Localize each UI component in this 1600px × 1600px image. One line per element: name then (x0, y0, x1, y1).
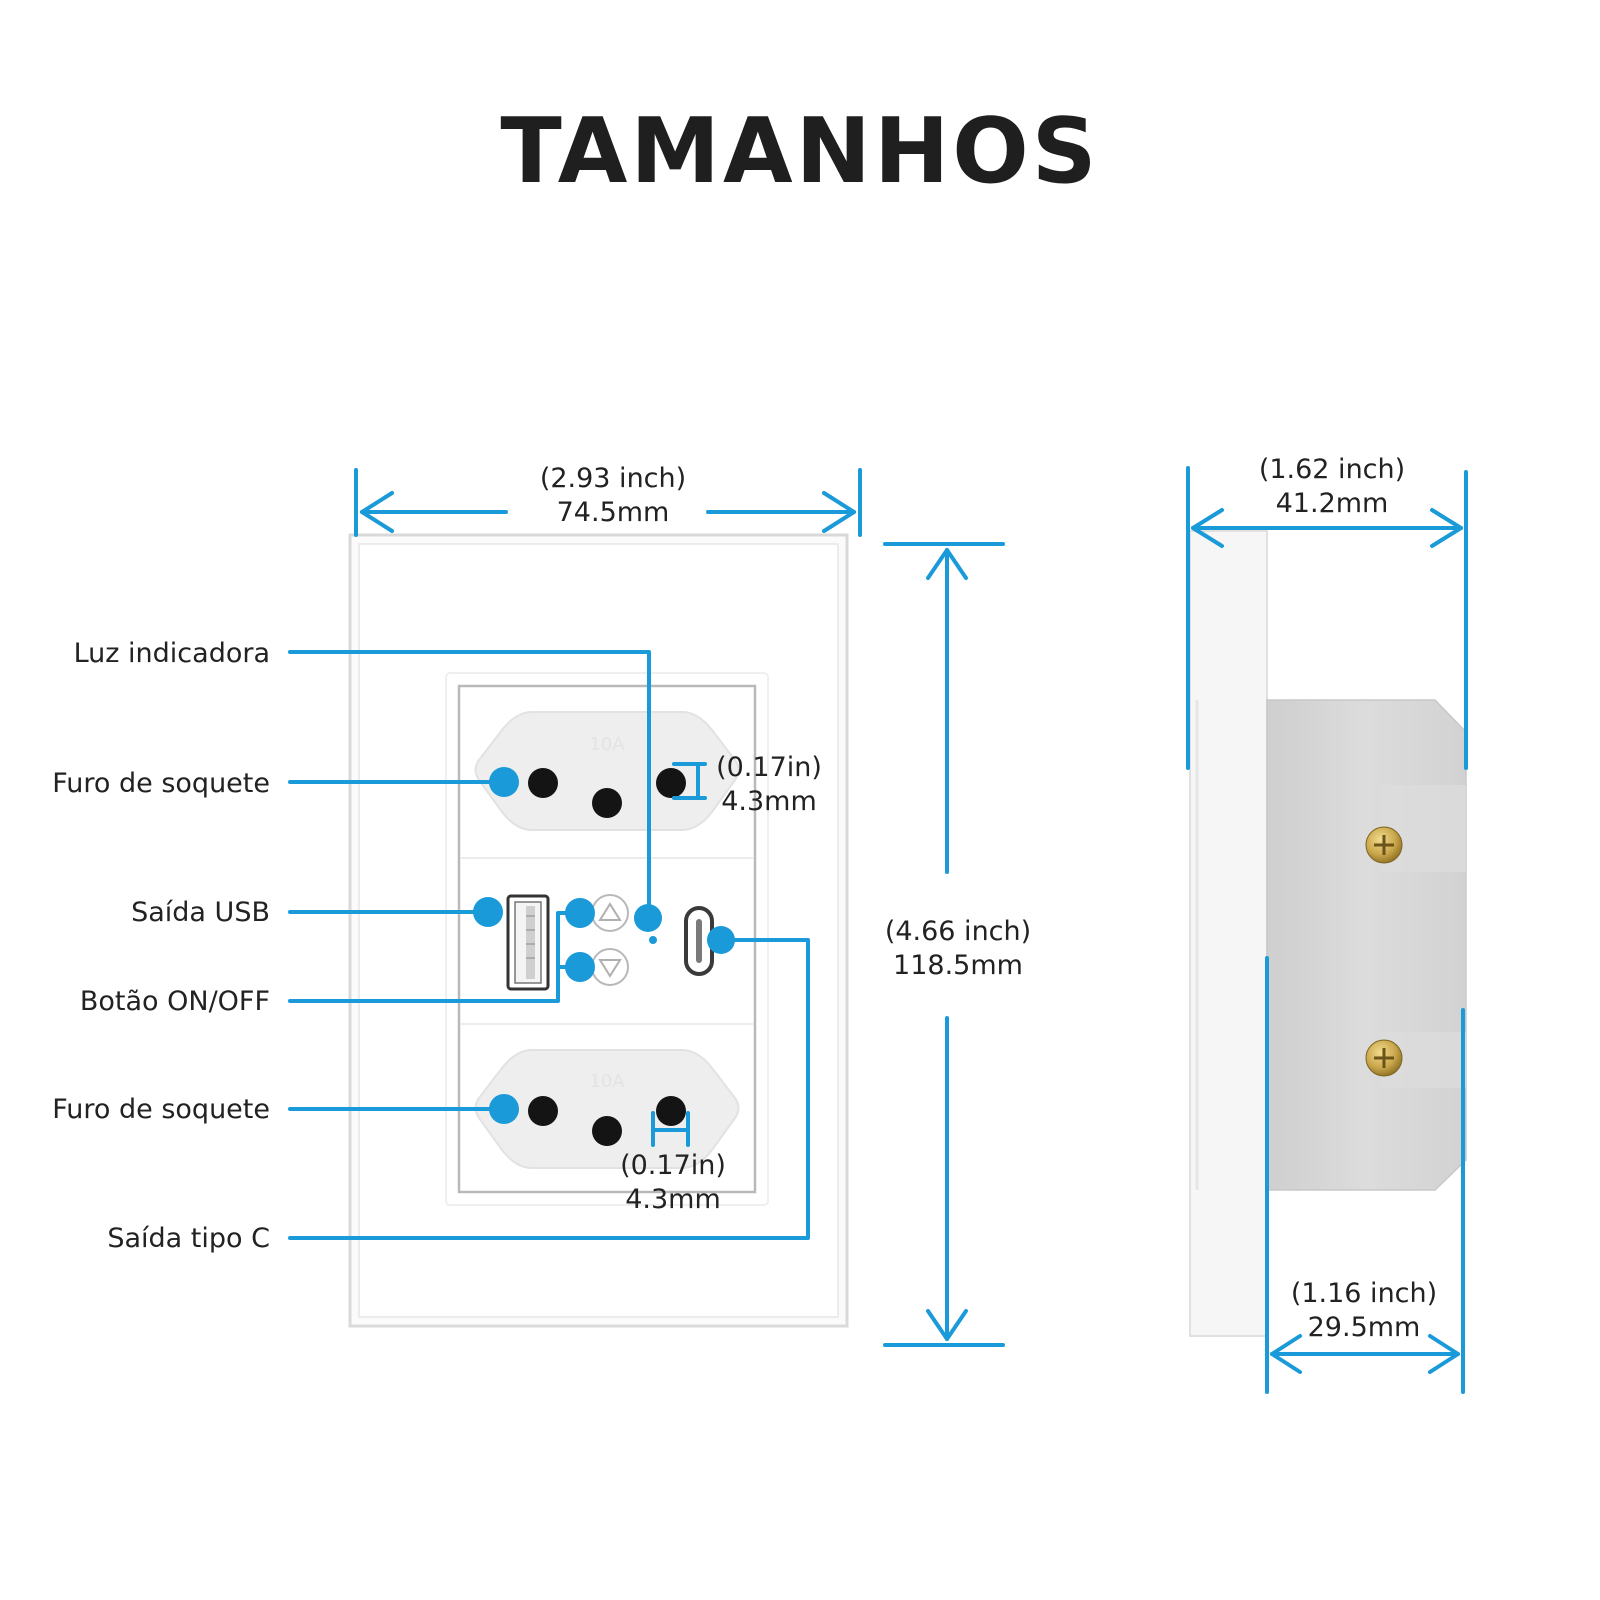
side-depth-dimension (1186, 466, 1468, 770)
pin-top-mm: 4.3mm (721, 786, 817, 817)
socket-hole-ground-top (592, 788, 622, 818)
callout-socket-hole-top: Furo de soquete (52, 768, 270, 799)
indicator-light (649, 936, 657, 944)
pin-bottom-mm: 4.3mm (625, 1184, 721, 1215)
callout-dot-indicator (634, 904, 662, 932)
side-body-inch: (1.16 inch) (1291, 1278, 1437, 1309)
pin-bottom-inch: (0.17in) (620, 1150, 726, 1181)
pin-top-dimension (672, 762, 707, 800)
usb-a-port-icon (506, 894, 550, 991)
front-width-mm: 74.5mm (557, 497, 670, 528)
arrow-down-icon (591, 948, 629, 986)
socket-hole-right-bottom (656, 1096, 686, 1126)
callout-dot-socket-bottom (489, 1094, 519, 1124)
callout-socket-hole-bottom: Furo de soquete (52, 1094, 270, 1125)
socket-hole-ground-bottom (592, 1116, 622, 1146)
socket-rating-bottom: 10A (589, 1071, 625, 1092)
pin-top-inch: (0.17in) (716, 752, 822, 783)
side-depth-inch: (1.62 inch) (1259, 454, 1405, 485)
socket-hole-left-bottom (528, 1096, 558, 1126)
screw-icon (1365, 1039, 1403, 1077)
socket-top: 10A (474, 711, 740, 831)
front-height-mm: 118.5mm (893, 950, 1023, 981)
callout-on-off-button: Botão ON/OFF (80, 986, 270, 1017)
callout-type-c-output: Saída tipo C (107, 1223, 270, 1254)
arrow-up-icon (591, 894, 629, 932)
callout-dot-button-down (565, 952, 595, 982)
callout-indicator-light: Luz indicadora (74, 638, 270, 669)
front-width-inch: (2.93 inch) (540, 463, 686, 494)
front-height-inch: (4.66 inch) (885, 916, 1031, 947)
callout-dot-button-up (565, 898, 595, 928)
screw-icon (1365, 826, 1403, 864)
leader-type-c-output (288, 938, 810, 1240)
callout-usb-output: Saída USB (131, 897, 270, 928)
leader-indicator-light (288, 650, 651, 920)
socket-hole-left-top (528, 768, 558, 798)
callout-dot-usb (473, 897, 503, 927)
socket-hole-right-top (656, 768, 686, 798)
callout-dot-socket-top (489, 767, 519, 797)
page-title: TAMANHOS (500, 99, 1099, 204)
front-width-dimension (354, 468, 862, 537)
socket-rating-top: 10A (589, 734, 625, 755)
usb-c-port-icon (684, 906, 714, 976)
socket-bottom: 10A (474, 1049, 740, 1169)
callout-dot-type-c (707, 926, 735, 954)
side-view (1189, 530, 1467, 1337)
side-depth-mm: 41.2mm (1276, 488, 1389, 519)
side-body-mm: 29.5mm (1308, 1312, 1421, 1343)
pin-bottom-dimension (651, 1111, 690, 1147)
side-body-dimension (1265, 956, 1465, 1394)
front-height-dimension (883, 542, 1005, 1347)
